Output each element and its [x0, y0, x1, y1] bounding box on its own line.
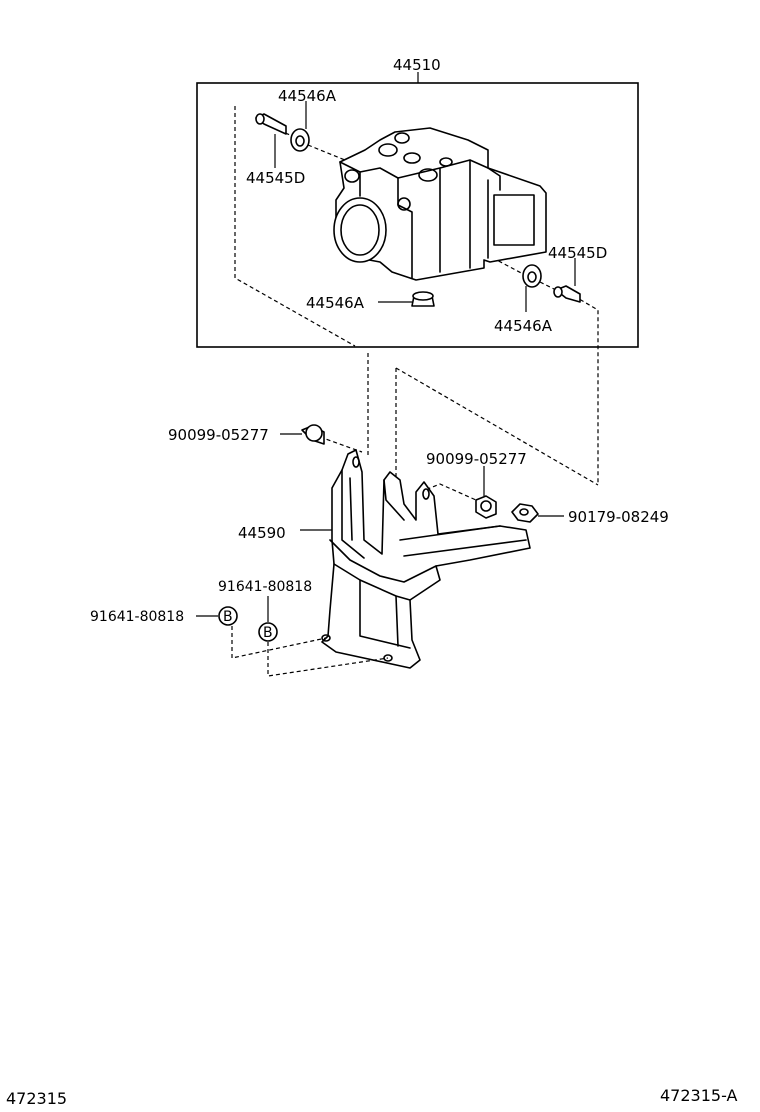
dashed-guide-left: [234, 106, 356, 347]
nut-90179: [511, 503, 539, 523]
grommet-44546a-mid: [411, 291, 435, 307]
dashed-guide-b-top: [267, 642, 389, 677]
grommet-44546a-top: [290, 128, 310, 152]
label-44545d-right: 44545D: [548, 244, 607, 262]
bolt-44545d-right: [553, 285, 581, 303]
bolt-90099-right: [475, 495, 497, 519]
label-44546a-top: 44546A: [278, 87, 337, 105]
bolt-90099-left: [301, 424, 325, 445]
footer-code-right: 472315-A: [660, 1086, 738, 1105]
label-91641-top: 91641-80818: [218, 579, 312, 595]
label-90179: 90179-08249: [568, 508, 669, 526]
label-90099-right: 90099-05277: [426, 450, 527, 468]
marker-b-top: B: [258, 622, 278, 642]
bolt-44545d-left: [255, 113, 287, 135]
label-44545d-left: 44545D: [246, 169, 305, 187]
dashed-guide-bracket-diag: [395, 367, 599, 486]
actuator-assembly: [333, 127, 547, 281]
svg-text:B: B: [263, 625, 273, 641]
label-44590: 44590: [238, 524, 286, 542]
bracket-44590: [321, 449, 531, 669]
dashed-guide-right: [573, 295, 599, 485]
marker-b-left: B: [218, 606, 238, 626]
grommet-44546a-right: [522, 264, 542, 288]
dashed-guide-b-left: [231, 626, 327, 659]
label-44546a-mid: 44546A: [306, 294, 365, 312]
label-91641-left: 91641-80818: [90, 609, 184, 625]
label-44510: 44510: [393, 56, 441, 74]
label-90099-left: 90099-05277: [168, 426, 269, 444]
svg-text:B: B: [223, 609, 233, 625]
label-44546a-right: 44546A: [494, 317, 553, 335]
footer-code-left: 472315: [6, 1089, 67, 1108]
